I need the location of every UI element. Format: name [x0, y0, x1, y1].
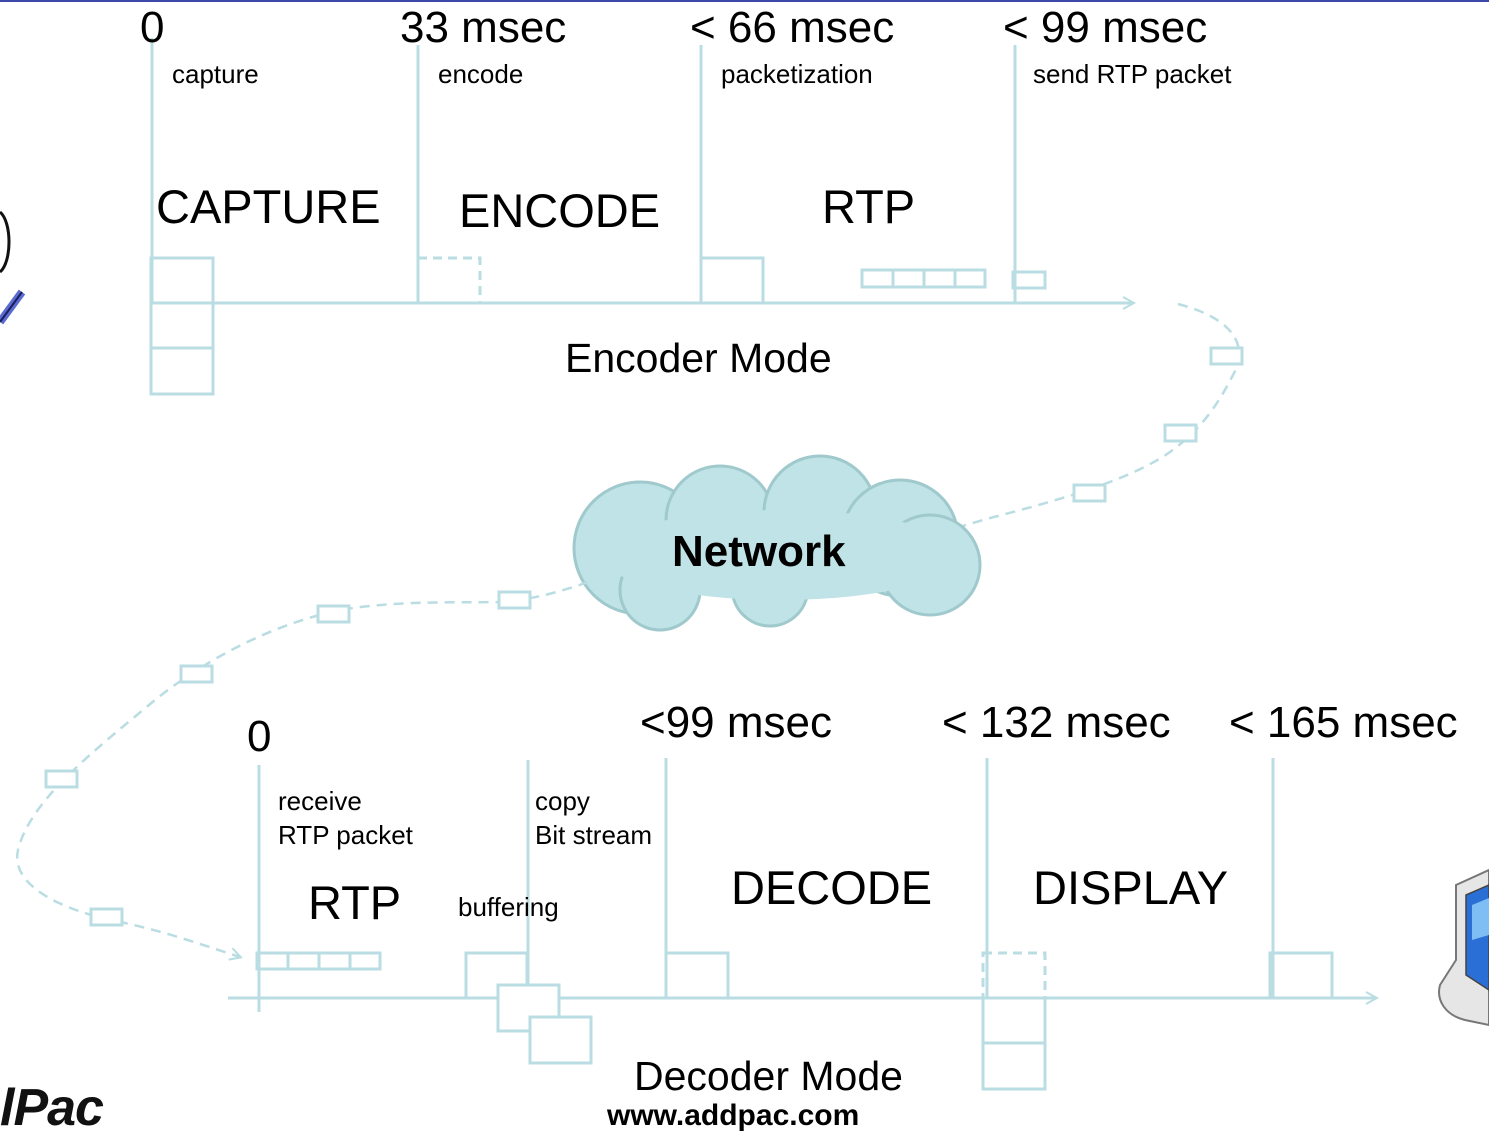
- stage-encode: ENCODE: [459, 184, 661, 237]
- decode-frame: [664, 951, 730, 1000]
- stage-encoder-rtp: RTP: [822, 180, 916, 233]
- encoder-mode-label: Encoder Mode: [565, 335, 832, 381]
- camera-icon: [0, 210, 26, 325]
- event-encode: encode: [438, 59, 524, 89]
- event-copy-line1: copy: [535, 786, 590, 816]
- event-buffering: buffering: [458, 892, 559, 922]
- event-packetization: packetization: [721, 59, 873, 89]
- display-frame-stack: [981, 951, 1047, 1091]
- sent-rtp-packet: [1011, 270, 1047, 290]
- monitor-icon: [1438, 868, 1489, 1027]
- event-copy-line2: Bit stream: [535, 820, 653, 850]
- event-capture: capture: [172, 59, 259, 89]
- in-transit-packets-upper: [1072, 346, 1244, 503]
- network-label: Network: [672, 527, 846, 576]
- stage-decoder-rtp: RTP: [308, 876, 402, 929]
- rtp-packet-train: [860, 268, 987, 289]
- event-send-rtp: send RTP packet: [1033, 59, 1232, 89]
- stage-display: DISPLAY: [1033, 861, 1229, 914]
- capture-frame-stack: [149, 256, 215, 396]
- event-receive-line2: RTP packet: [278, 820, 413, 850]
- encoder-time-99: < 99 msec: [1003, 3, 1208, 52]
- top-accent-bar: [0, 0, 1489, 2]
- decoder-time-99: <99 msec: [640, 698, 832, 747]
- encoder-time-66: < 66 msec: [690, 3, 895, 52]
- in-transit-packets-lower: [44, 590, 532, 927]
- encode-frame-dashed: [416, 256, 482, 305]
- buffering-frame-cascade: [464, 951, 593, 1065]
- stage-decode: DECODE: [731, 861, 933, 914]
- stage-capture: CAPTURE: [156, 180, 381, 233]
- event-receive-line1: receive: [278, 786, 362, 816]
- encoder-time-0: 0: [140, 3, 165, 52]
- received-rtp-packet-train: [255, 951, 382, 971]
- decoder-time-165: < 165 msec: [1229, 698, 1458, 747]
- decoder-mode-label: Decoder Mode: [634, 1053, 903, 1099]
- footer-url: www.addpac.com: [607, 1099, 860, 1132]
- decoder-time-0: 0: [247, 712, 272, 761]
- addpac-logo: lPac: [0, 1079, 104, 1137]
- packetization-frame: [699, 256, 765, 305]
- output-frame: [1268, 951, 1334, 1000]
- encoder-to-network-path: [932, 302, 1241, 535]
- encoder-time-33: 33 msec: [400, 3, 567, 52]
- decoder-time-132: < 132 msec: [942, 698, 1171, 747]
